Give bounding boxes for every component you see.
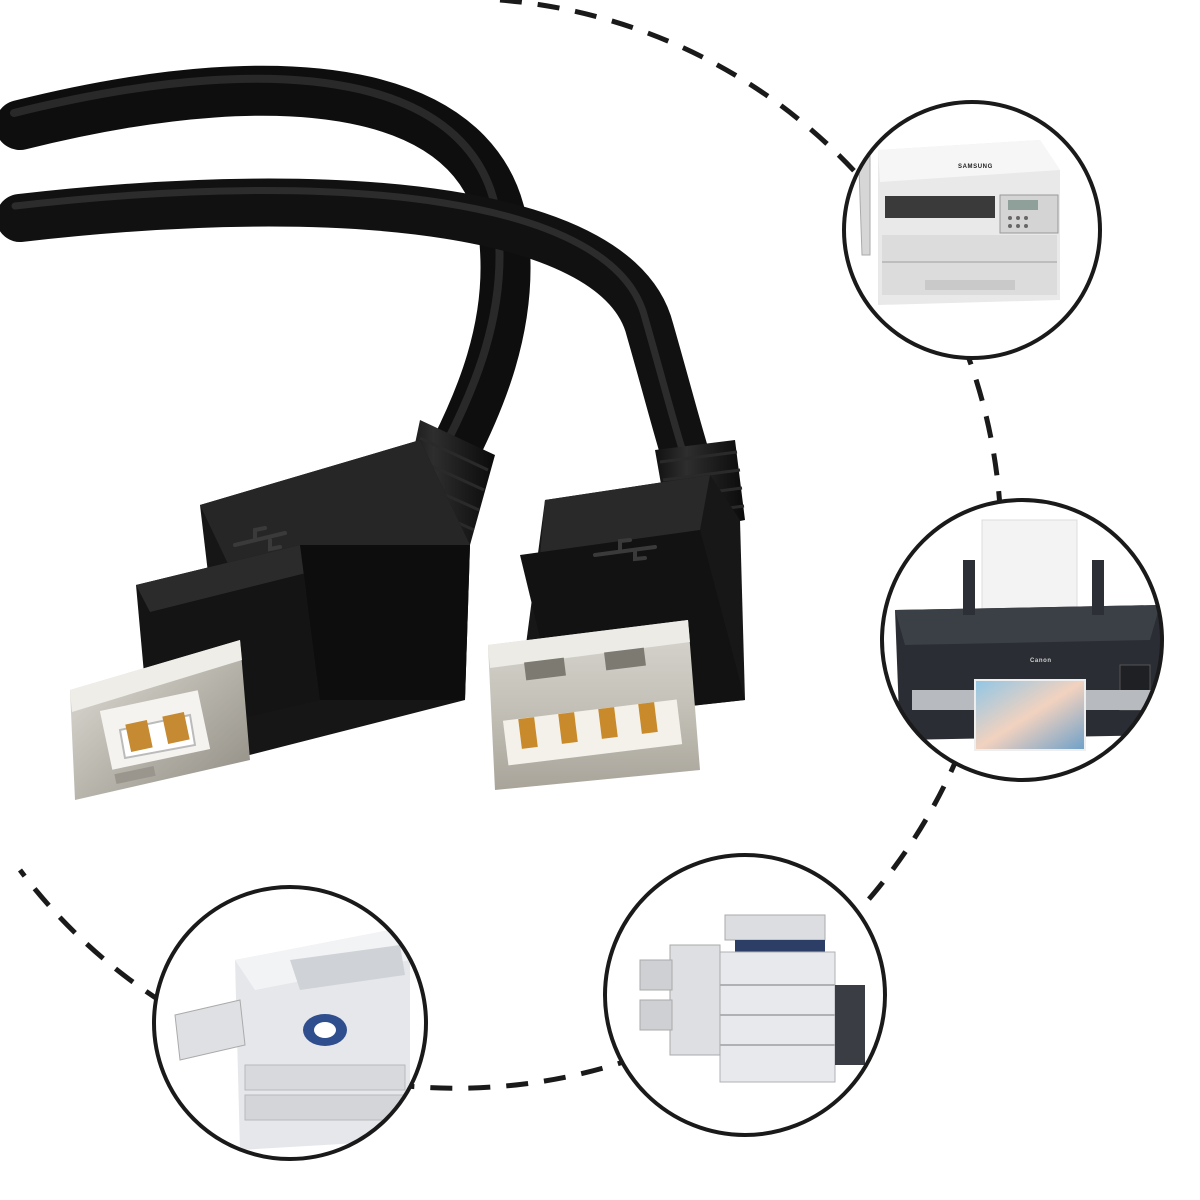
device-circle-inkjet-printer: Canon: [880, 498, 1164, 782]
device-brand-label: SAMSUNG: [958, 164, 993, 170]
usb-cable: [0, 65, 714, 494]
device-circle-laser-printer: [152, 885, 428, 1161]
device-brand-label: Canon: [1030, 658, 1052, 664]
device-circle-office-copier: [603, 853, 887, 1137]
usb-type-b-plug: [70, 420, 495, 800]
usb-type-a-plug: [488, 440, 745, 790]
usb-trident-icon: [233, 526, 287, 552]
usb-trident-icon: [593, 538, 657, 562]
device-circle-multifunction-printer: SAMSUNG: [842, 100, 1102, 360]
